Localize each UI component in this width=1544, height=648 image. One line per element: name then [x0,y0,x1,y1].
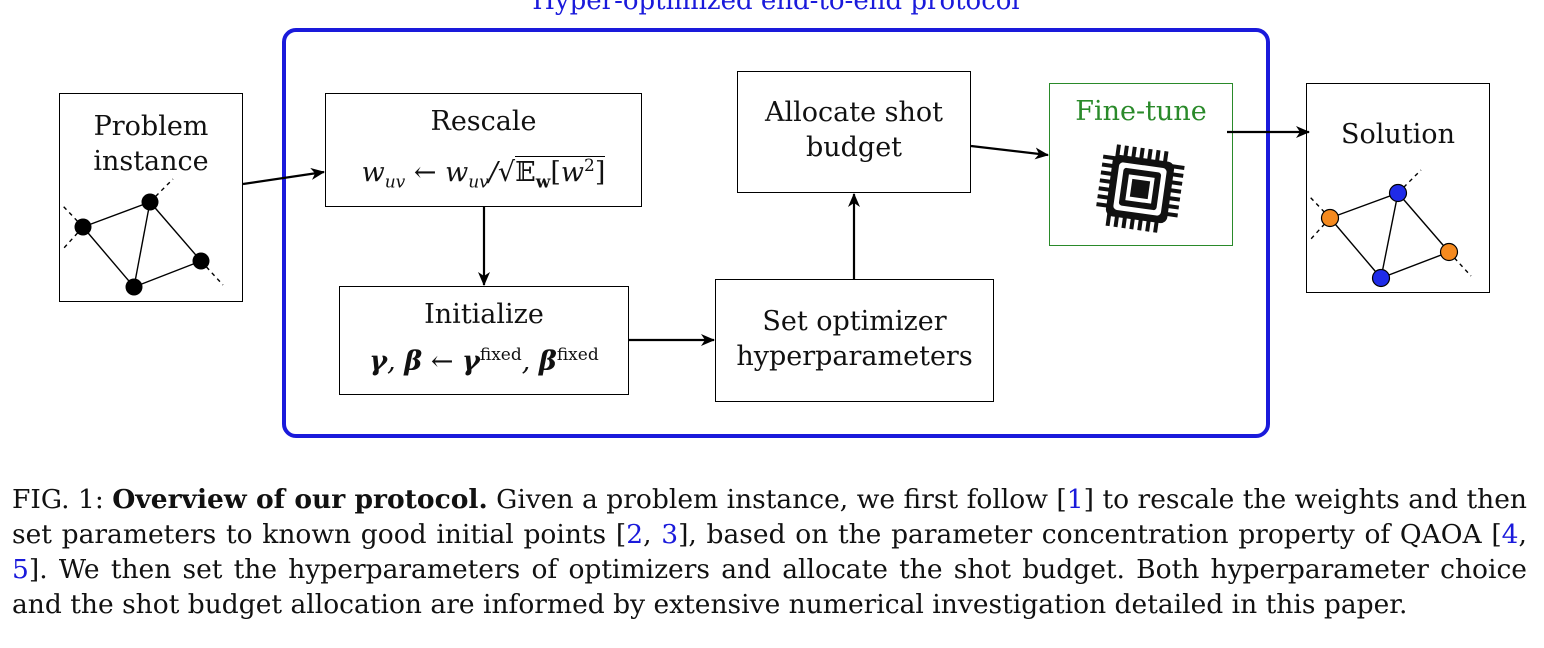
initialize-box: Initialize γ, β ← γfixed, βfixed [339,286,629,395]
graph-edge [148,201,202,261]
graph-edge-dashed [199,260,224,285]
allocate-label-line1: Allocate shot [764,97,943,128]
graph-node-blue [1388,183,1407,202]
rescale-box: Rescale wuv ← wuv/√𝔼w[w2] [325,93,642,207]
initialize-formula: γ, β ← γfixed, βfixed [369,345,599,377]
problem-graph [61,178,224,295]
finetune-title: Fine-tune [1075,96,1207,127]
rescale-title: Rescale [430,106,537,137]
optimizer-label-line2: hyperparameters [736,341,973,372]
citation-link[interactable]: 1 [1066,484,1084,515]
graph-edge-dashed [61,205,84,227]
caption-text: Given a problem instance, we first follo… [487,484,1067,515]
problem-instance-label-line2: instance [93,146,209,177]
caption-text: ]. We then set the hyperparameters of op… [12,554,1527,620]
graph-edge [132,201,151,287]
caption-text: , [643,519,662,550]
optimizer-label-line1: Set optimizer [762,306,947,337]
graph-node [141,193,158,210]
graph-edge [1396,192,1450,252]
caption-prefix: FIG. 1: [12,484,113,515]
graph-edge [1329,191,1398,219]
problem-instance-box: Problem instance [59,93,243,302]
caption-text: ] to rescale the weights and then set pa… [12,484,1528,550]
graph-edge [1328,217,1382,278]
caption-text: , [1518,519,1527,550]
solution-graph [1308,169,1472,287]
graph-edge [81,226,135,287]
caption-bold: Overview of our protocol. [112,484,488,515]
chip-icon [1096,144,1185,233]
graph-edge [133,259,201,288]
graph-node [192,252,209,269]
protocol-title: Hyper-optimized end-to-end protocol [532,0,1020,16]
graph-node [74,218,91,235]
citation-link[interactable]: 4 [1501,519,1519,550]
graph-node-blue [1371,268,1390,287]
graph-edge-dashed [61,226,84,249]
graph-edge [82,200,150,228]
figure-caption: FIG. 1: Overview of our protocol. Given … [12,482,1527,622]
finetune-box: Fine-tune [1049,83,1233,246]
citation-link[interactable]: 5 [12,554,29,585]
protocol-frame [282,28,1270,438]
graph-node-orange [1439,242,1458,261]
graph-edge-dashed [1308,217,1331,240]
graph-edge [1379,192,1399,278]
solution-box: Solution [1306,83,1490,293]
graph-edge-dashed [149,178,173,202]
solution-title: Solution [1341,119,1455,150]
initialize-title: Initialize [424,299,544,330]
graph-edge [1380,250,1449,279]
graph-edge-dashed [1447,251,1472,276]
citation-link[interactable]: 2 [626,519,644,550]
problem-instance-label-line1: Problem [93,111,209,142]
rescale-formula: wuv ← wuv/√𝔼w[w2] [361,156,606,193]
graph-edge-dashed [1308,196,1331,218]
allocate-label-line2: budget [805,132,903,163]
optimizer-box: Set optimizer hyperparameters [715,279,994,402]
graph-node-orange [1320,208,1339,227]
caption-text: ], based on the parameter concentration … [678,519,1502,550]
allocate-box: Allocate shot budget [737,71,971,193]
graph-edge-dashed [1397,169,1421,193]
citation-link[interactable]: 3 [661,519,679,550]
graph-node [125,278,142,295]
